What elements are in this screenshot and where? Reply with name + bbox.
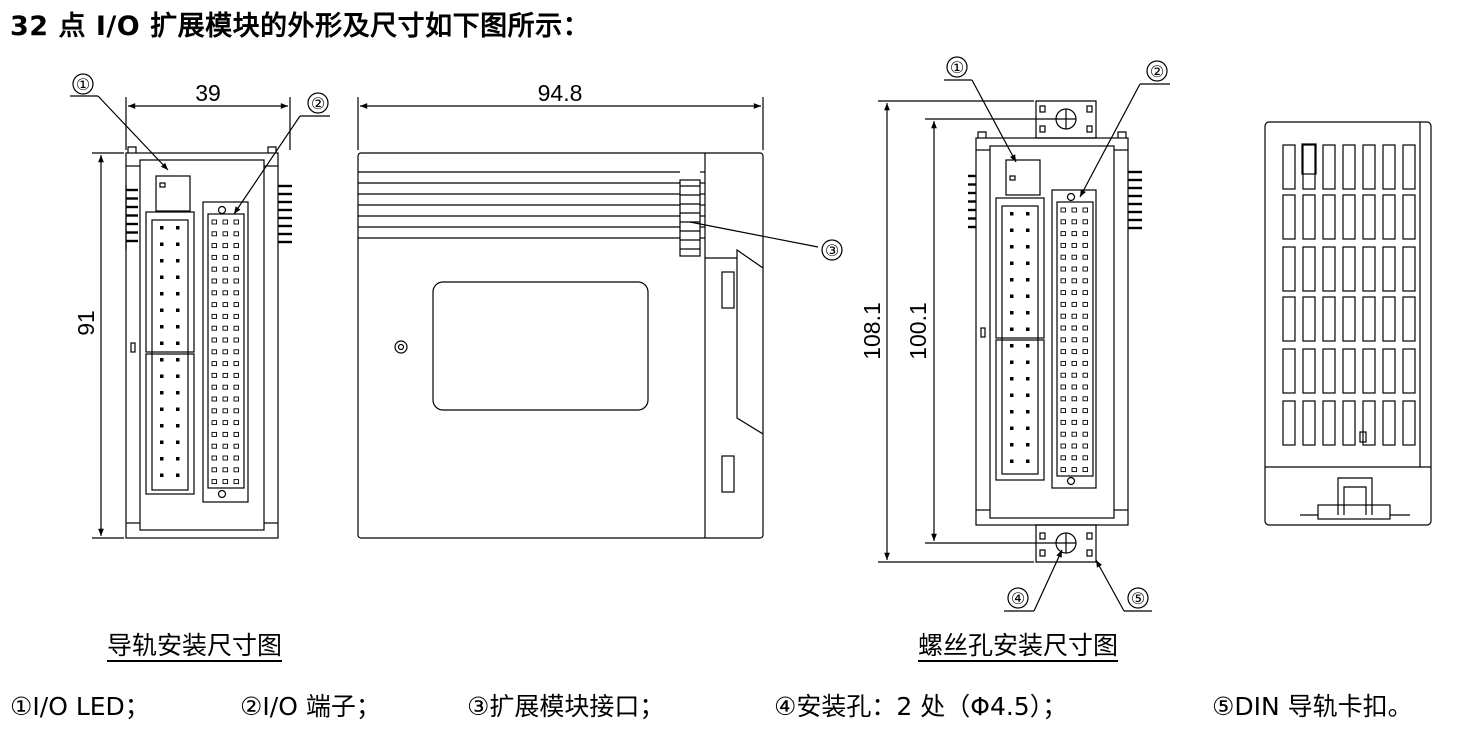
callout-3 (689, 221, 843, 261)
legend-din-clip: ⑤DIN 导轨卡扣。 (1212, 692, 1413, 721)
callout-label-3: ③ (825, 243, 839, 260)
legend-io-led: ①I/O LED； (10, 692, 150, 721)
legend-expansion-interface: ③扩展模块接口； (467, 692, 665, 721)
callout-label-1a: ① (76, 77, 90, 94)
callout-label-2b: ② (1150, 64, 1164, 81)
callout-label-4: ④ (1011, 591, 1025, 608)
dim-108-1: 108.1 (859, 100, 1034, 563)
dim-100-1: 100.1 (905, 118, 1056, 544)
callouts-view3 (944, 56, 1170, 612)
dim-total-height-label: 108.1 (859, 302, 885, 360)
dim-39: 39 (125, 80, 291, 150)
dim-hole-pitch-label: 100.1 (905, 302, 931, 360)
legend-io-terminal: ②I/O 端子； (240, 692, 381, 721)
front-view-rail (125, 146, 292, 539)
dim-depth-label: 94.8 (538, 80, 583, 106)
dim-94-8: 94.8 (357, 80, 764, 150)
dim-height-label: 91 (73, 310, 99, 336)
callout-label-5: ⑤ (1131, 591, 1145, 608)
front-view-screw (968, 100, 1142, 563)
caption-screw-mount: 螺丝孔安装尺寸图 (918, 631, 1119, 660)
page-title: 32 点 I/O 扩展模块的外形及尺寸如下图所示： (10, 11, 591, 42)
caption-rail-mount: 导轨安装尺寸图 (107, 631, 283, 660)
dim-91: 91 (73, 152, 124, 539)
dim-width-label: 39 (195, 80, 221, 106)
callout-label-1b: ① (950, 60, 964, 77)
callout-label-2a: ② (311, 96, 325, 113)
legend-mounting-hole: ④安装孔：2 处（Φ4.5）； (774, 692, 1068, 721)
top-view (1264, 121, 1432, 526)
side-view (357, 152, 764, 539)
callouts-view1 (70, 73, 330, 215)
